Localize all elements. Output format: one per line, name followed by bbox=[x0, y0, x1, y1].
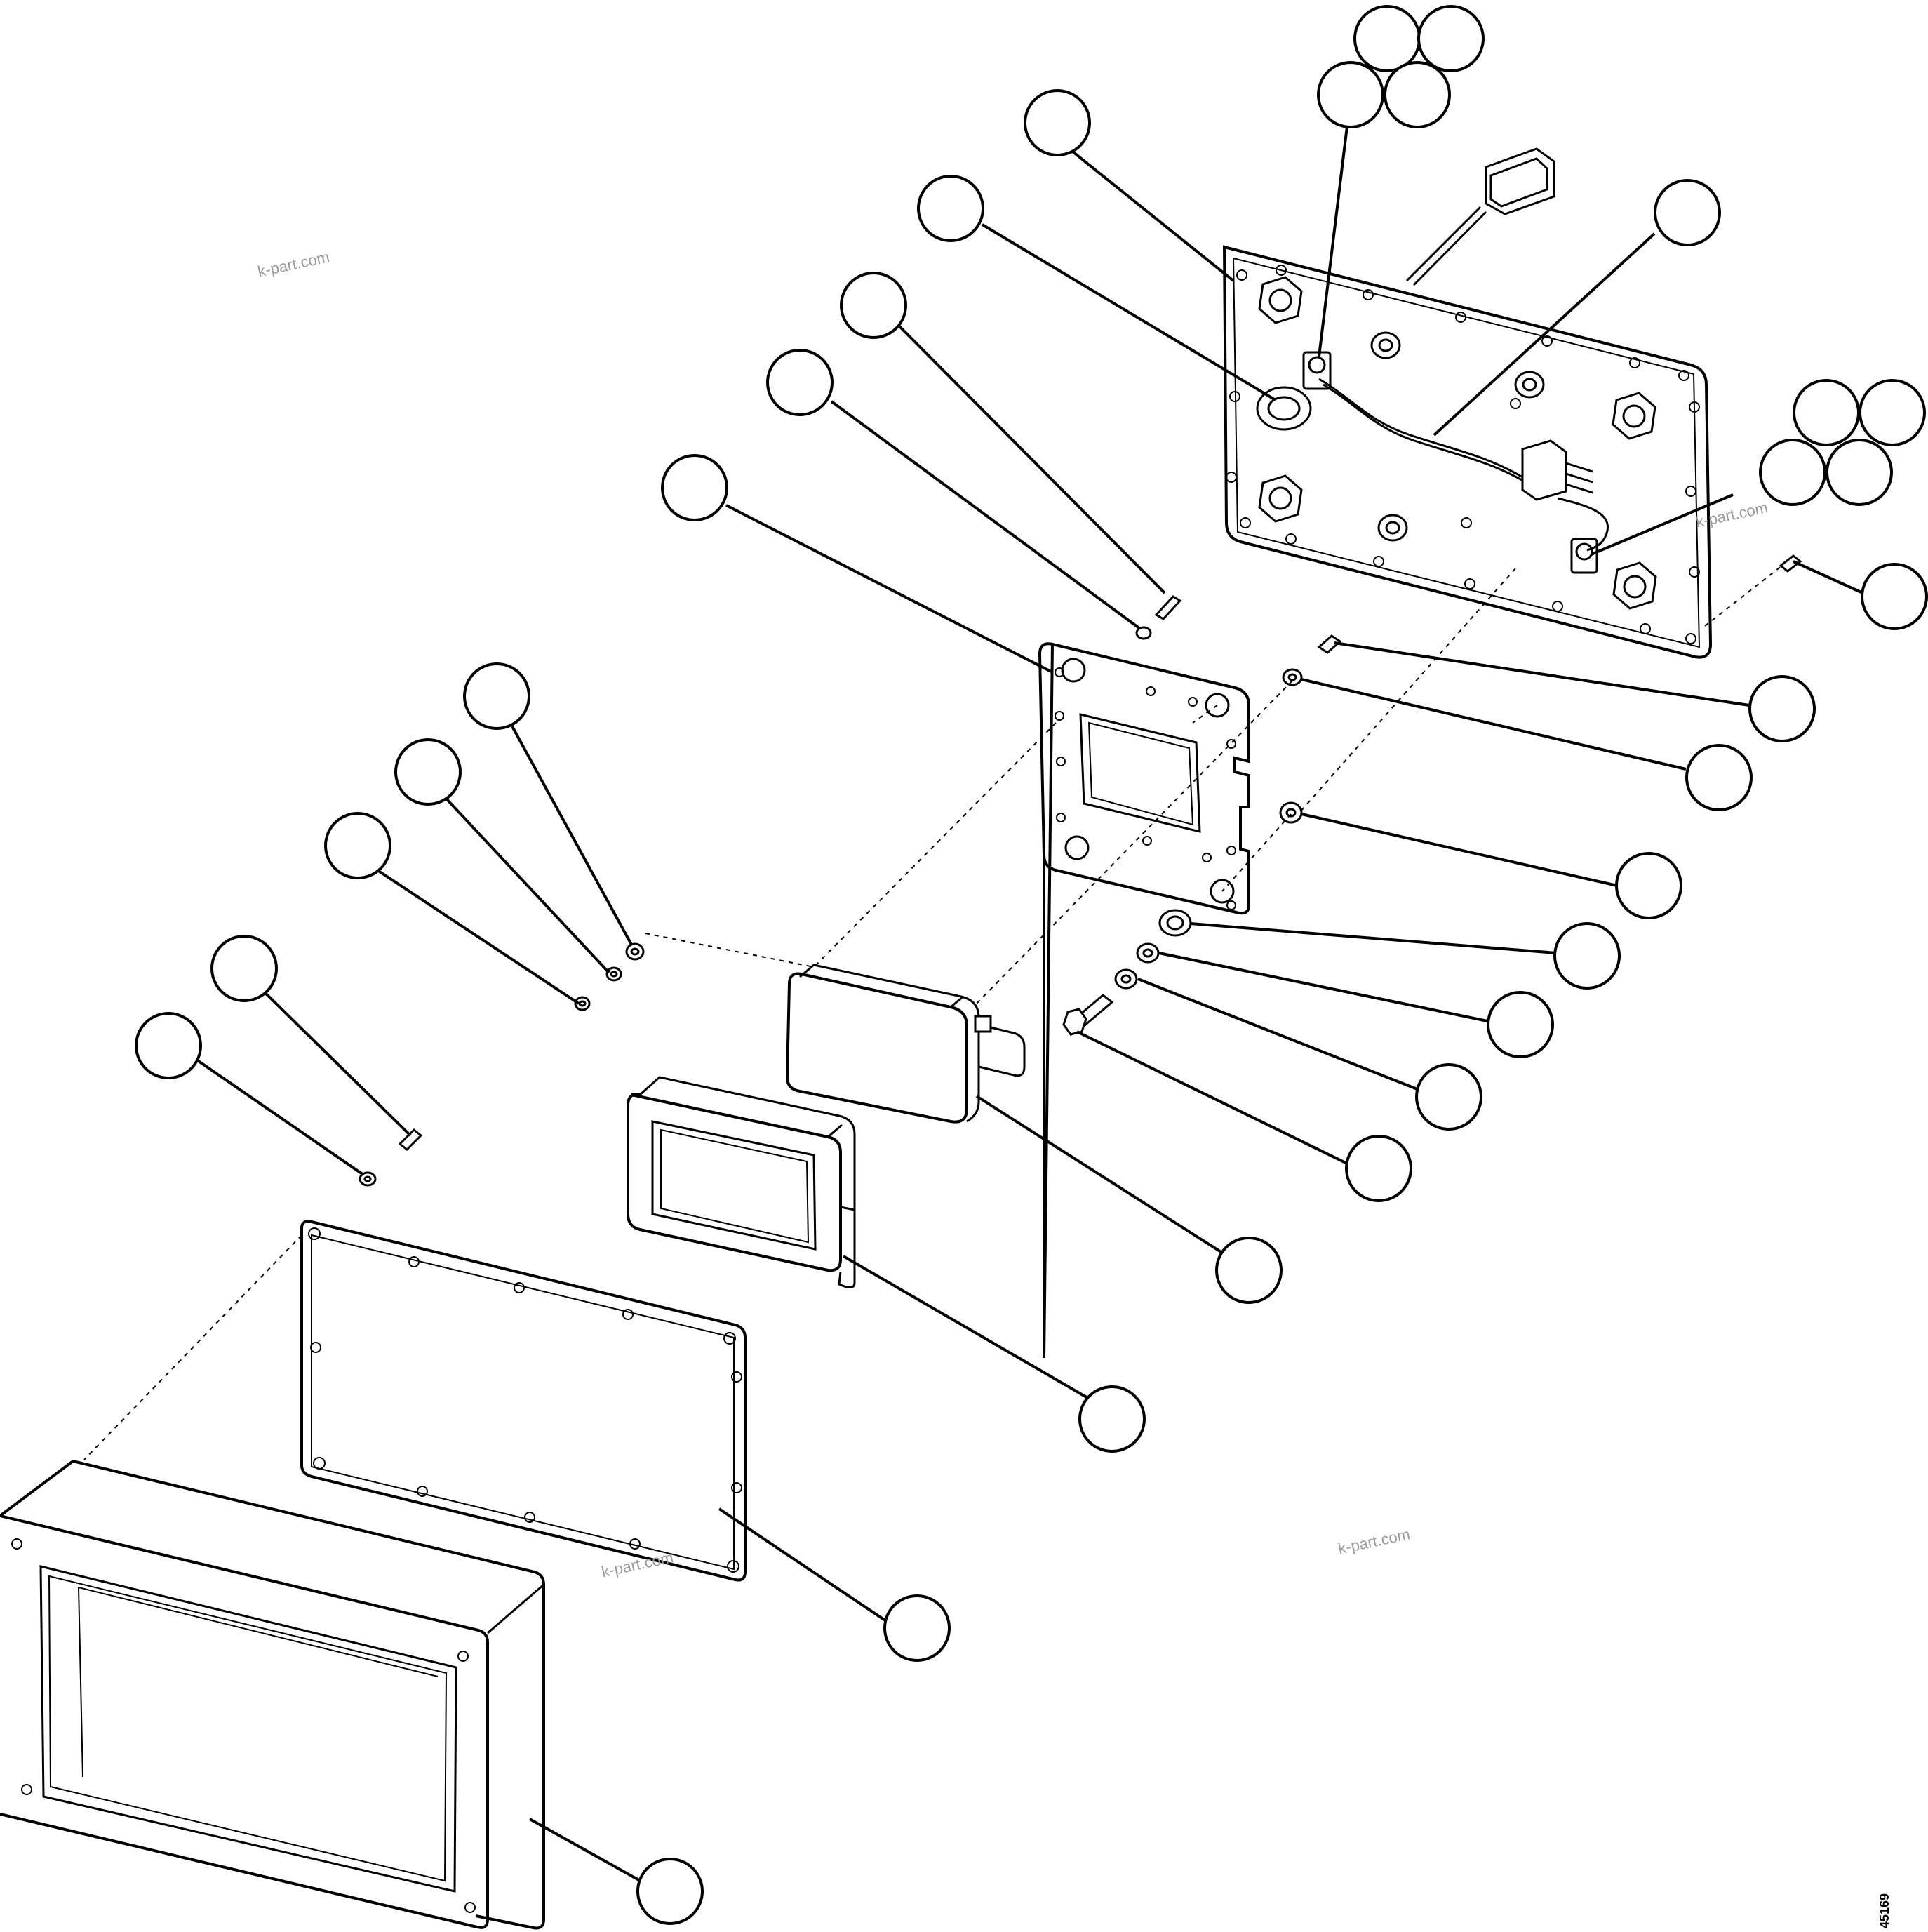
callout-balloon bbox=[1748, 675, 1816, 742]
bracket-plate bbox=[1038, 642, 1250, 1359]
callout-balloon bbox=[883, 1594, 951, 1662]
callout-balloon bbox=[1345, 1135, 1412, 1202]
display-housing bbox=[0, 1459, 545, 1930]
harness-connector bbox=[1485, 147, 1593, 501]
callout-balloon bbox=[840, 272, 907, 339]
callout-balloon bbox=[766, 349, 834, 416]
callout-balloon bbox=[394, 738, 462, 806]
callout-balloon bbox=[1615, 852, 1682, 919]
callout-balloon bbox=[1415, 1063, 1482, 1131]
callout-balloon bbox=[1553, 922, 1621, 990]
callout-balloon bbox=[324, 812, 391, 879]
callout-balloon bbox=[636, 1858, 704, 1925]
callout-balloon bbox=[1654, 179, 1721, 246]
callout-balloon bbox=[1317, 61, 1384, 128]
leader-lines bbox=[195, 126, 1863, 1887]
gasket bbox=[300, 1220, 747, 1582]
inner-bezel-frame bbox=[627, 1076, 856, 1288]
callout-balloon bbox=[210, 935, 278, 1002]
callout-balloons bbox=[135, 5, 1928, 1925]
callout-balloon bbox=[1793, 379, 1860, 446]
callout-balloon bbox=[1024, 89, 1091, 156]
wire-harness bbox=[1318, 206, 1609, 552]
callout-balloon bbox=[661, 454, 728, 521]
hex-nut bbox=[1258, 276, 1657, 610]
callout-balloon bbox=[1487, 991, 1554, 1058]
figure-number: 45169 bbox=[1877, 1893, 1892, 1928]
mounting-plate bbox=[1222, 147, 1713, 659]
callout-balloon bbox=[1759, 439, 1826, 506]
callout-balloon bbox=[1861, 563, 1928, 630]
hardware-fasteners bbox=[359, 554, 1802, 1187]
alignment-lines bbox=[83, 565, 1783, 1460]
electronic-module bbox=[785, 964, 1026, 1124]
callout-balloon bbox=[463, 662, 530, 730]
callout-balloon bbox=[1685, 744, 1753, 811]
terminal-post bbox=[1302, 351, 1598, 574]
callout-balloon bbox=[1859, 379, 1926, 446]
callout-balloon bbox=[1353, 5, 1421, 72]
callout-balloon bbox=[1384, 61, 1451, 128]
callout-balloon bbox=[1417, 5, 1485, 72]
callout-balloon bbox=[135, 1012, 202, 1079]
callout-balloon bbox=[1078, 1385, 1146, 1453]
callout-balloon bbox=[917, 175, 984, 242]
standoff bbox=[1370, 331, 1545, 542]
callout-balloon bbox=[1215, 1237, 1283, 1304]
callout-balloon bbox=[1826, 439, 1893, 506]
module-connector bbox=[974, 1015, 1026, 1077]
